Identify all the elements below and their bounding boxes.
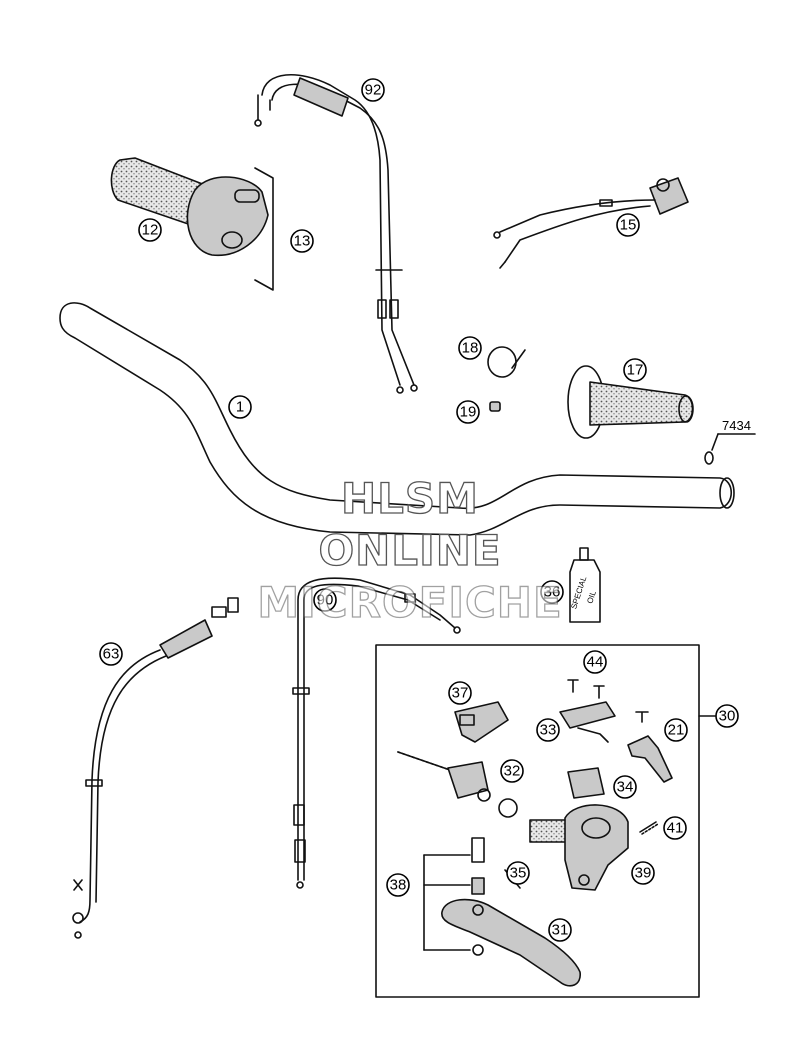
clutch-cable bbox=[292, 577, 461, 889]
svg-text:34: 34 bbox=[617, 779, 634, 796]
svg-text:35: 35 bbox=[510, 865, 527, 882]
hand-brake-group bbox=[375, 644, 716, 998]
svg-text:37: 37 bbox=[452, 685, 469, 702]
callout-44: 44 bbox=[583, 650, 607, 674]
svg-text:18: 18 bbox=[462, 340, 479, 357]
kill-switch bbox=[493, 177, 689, 269]
svg-text:15: 15 bbox=[620, 217, 637, 234]
callout-15: 15 bbox=[616, 213, 640, 237]
throttle-cables bbox=[254, 74, 418, 394]
bottle-label-1: SPECIAL bbox=[569, 575, 588, 610]
svg-text:38: 38 bbox=[390, 877, 407, 894]
callout-90: 90 bbox=[313, 588, 337, 612]
svg-text:13: 13 bbox=[294, 233, 311, 250]
watermark-line-1: HLSM bbox=[340, 473, 479, 523]
svg-text:36: 36 bbox=[544, 584, 561, 601]
svg-text:21: 21 bbox=[668, 722, 685, 739]
svg-text:1: 1 bbox=[236, 399, 244, 416]
bottle-label-2: OIL bbox=[585, 589, 598, 605]
callout-63: 63 bbox=[99, 642, 123, 666]
callout-36: 36 bbox=[540, 580, 564, 604]
svg-text:63: 63 bbox=[103, 646, 120, 663]
callout-21: 21 bbox=[664, 718, 688, 742]
svg-text:41: 41 bbox=[667, 820, 684, 837]
svg-text:12: 12 bbox=[142, 222, 159, 239]
callout-13: 13 bbox=[290, 229, 314, 253]
callout-12: 12 bbox=[138, 218, 162, 242]
callout-30: 30 bbox=[715, 704, 739, 728]
callout-18: 18 bbox=[458, 336, 482, 360]
callout-32: 32 bbox=[500, 759, 524, 783]
left-grip bbox=[567, 365, 694, 439]
callout-37: 37 bbox=[448, 681, 472, 705]
handlebar bbox=[59, 302, 735, 536]
svg-text:31: 31 bbox=[552, 922, 569, 939]
callout-17: 17 bbox=[623, 358, 647, 382]
callout-39: 39 bbox=[631, 861, 655, 885]
cable-clip bbox=[489, 401, 501, 412]
svg-text:30: 30 bbox=[719, 708, 736, 725]
reference-7434: 7434 bbox=[704, 418, 756, 465]
svg-text:44: 44 bbox=[587, 654, 604, 671]
hot-start-cable bbox=[72, 597, 239, 939]
callout-33: 33 bbox=[536, 718, 560, 742]
reference-label: 7434 bbox=[722, 418, 751, 433]
callout-34: 34 bbox=[613, 775, 637, 799]
oil-bottle: SPECIAL OIL bbox=[569, 547, 601, 623]
svg-text:90: 90 bbox=[317, 592, 334, 609]
svg-text:33: 33 bbox=[540, 722, 557, 739]
cable-tie bbox=[487, 346, 526, 378]
callout-35: 35 bbox=[506, 861, 530, 885]
watermark-line-3: MICROFICHE bbox=[257, 577, 563, 627]
svg-text:92: 92 bbox=[365, 82, 382, 99]
callout-1: 1 bbox=[228, 395, 252, 419]
callout-92: 92 bbox=[361, 78, 385, 102]
callout-41: 41 bbox=[663, 816, 687, 840]
svg-text:39: 39 bbox=[635, 865, 652, 882]
svg-text:19: 19 bbox=[460, 404, 477, 421]
throttle-grip-assembly bbox=[110, 157, 274, 291]
callouts: 92 12 13 15 18 17 1 19 36 90 63 44 37 30… bbox=[99, 78, 739, 942]
svg-text:32: 32 bbox=[504, 763, 521, 780]
callout-19: 19 bbox=[456, 400, 480, 424]
watermark-line-2: ONLINE bbox=[318, 525, 502, 575]
svg-text:17: 17 bbox=[627, 362, 644, 379]
callout-38: 38 bbox=[386, 873, 410, 897]
callout-31: 31 bbox=[548, 918, 572, 942]
